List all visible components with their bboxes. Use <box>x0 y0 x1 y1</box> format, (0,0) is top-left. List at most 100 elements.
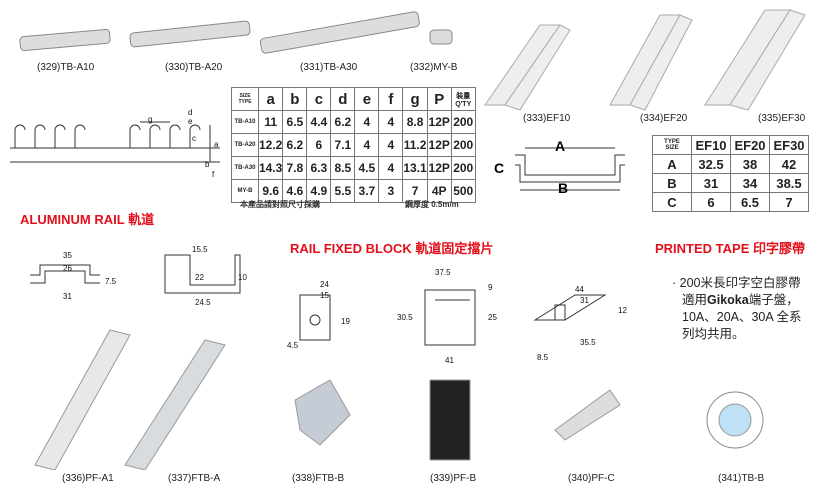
table-cell: 4 <box>354 110 380 134</box>
product-caption: (331)TB-A30 <box>300 62 358 73</box>
tape-text: 端子盤， <box>748 293 799 307</box>
dim-label: 10 <box>238 273 247 282</box>
row-type: TB-A30 <box>231 156 259 180</box>
table-cell: 6.3 <box>306 156 332 180</box>
table-cell: 3.7 <box>354 179 380 203</box>
table-cell: 200 <box>450 156 476 180</box>
col-header: g <box>402 87 428 111</box>
dim-label: 24.5 <box>195 298 211 307</box>
dim-label: 8.5 <box>537 353 549 362</box>
col-header: c <box>306 87 332 111</box>
table-cell: 4P <box>426 179 452 203</box>
brand-name: Gikoka <box>707 293 749 307</box>
table-cell: 8.8 <box>402 110 428 134</box>
col-header: EF10 <box>691 135 731 155</box>
tape-line: 10A、20A、30A 全系 <box>682 310 802 324</box>
rail-profile-diagrams <box>30 254 241 294</box>
table-cell: 6 <box>306 133 332 157</box>
bottom-product-images <box>34 329 764 470</box>
table-cell: 4 <box>354 133 380 157</box>
product-caption: (339)PF-B <box>430 473 477 484</box>
table-cell: 14.3 <box>257 156 284 180</box>
dim-label: 12 <box>618 306 627 315</box>
table-cell: 12P <box>426 133 452 157</box>
dim-label: g <box>148 115 153 124</box>
product-caption: (341)TB-B <box>718 473 765 484</box>
table-cell: 12P <box>426 156 452 180</box>
table-cell: 4.4 <box>306 110 332 134</box>
table-cell: 12.2 <box>257 133 284 157</box>
table-cell: 38 <box>730 154 770 174</box>
table-cell: 7 <box>402 179 428 203</box>
table-cell: 500 <box>450 179 476 203</box>
table-cell: 6 <box>691 192 731 212</box>
dim-label: b <box>205 160 210 169</box>
dim-label: d <box>188 108 193 117</box>
corner-size: SIZE <box>665 145 679 151</box>
dim-label: 41 <box>445 356 454 365</box>
dim-label: f <box>212 170 215 179</box>
product-caption: (333)EF10 <box>523 113 571 124</box>
dim-label: 31 <box>63 292 72 301</box>
col-header: f <box>378 87 404 111</box>
table-cell: 4 <box>378 156 404 180</box>
product-caption: (338)FTB-B <box>292 473 345 484</box>
table-cell: 42 <box>769 154 809 174</box>
product-caption: (340)PF-C <box>568 473 615 484</box>
terminal-strip-images <box>19 11 453 54</box>
row-type: MY-B <box>231 179 259 203</box>
product-caption: (337)FTB-A <box>168 473 221 484</box>
col-header: a <box>257 87 284 111</box>
product-caption: (330)TB-A20 <box>165 62 223 73</box>
table-cell: 6.2 <box>282 133 308 157</box>
row-type: TB-A20 <box>231 133 259 157</box>
dim-label: 31 <box>580 296 589 305</box>
table-cell: 12P <box>426 110 452 134</box>
table-cell: 6.2 <box>330 110 356 134</box>
row-size: B <box>652 173 692 193</box>
dim-label: 24 <box>320 280 329 289</box>
dim-label: 30.5 <box>397 313 413 322</box>
dim-label: 15 <box>320 291 329 300</box>
table-cell: 7.8 <box>282 156 308 180</box>
row-size: A <box>652 154 692 174</box>
table-cell: 200 <box>450 133 476 157</box>
table-cell: 31 <box>691 173 731 193</box>
table-cell: 3 <box>378 179 404 203</box>
table-note: 本產品請對照尺寸採購 <box>240 200 320 209</box>
dim-label: c <box>192 134 196 143</box>
dim-label: 9 <box>488 283 493 292</box>
terminal-strip-diagram <box>10 121 220 163</box>
dim-label: 26 <box>63 264 72 273</box>
col-header: e <box>354 87 380 111</box>
col-header: d <box>330 87 356 111</box>
row-size: C <box>652 192 692 212</box>
dim-label: 15.5 <box>192 245 208 254</box>
row-type: TB-A10 <box>231 110 259 134</box>
table-cell: 7 <box>769 192 809 212</box>
ef-rail-images <box>484 9 806 111</box>
table-cell: 6.5 <box>282 110 308 134</box>
product-caption: (329)TB-A10 <box>37 62 95 73</box>
dim-label: 25 <box>488 313 497 322</box>
col-header: EF20 <box>730 135 770 155</box>
section-title-rail-fixed-block: RAIL FIXED BLOCK 軌道固定擋片 <box>290 241 494 256</box>
table-cell: 32.5 <box>691 154 731 174</box>
table-cell: 11 <box>257 110 284 134</box>
product-caption: (335)EF30 <box>758 113 806 124</box>
table-cell: 4 <box>378 110 404 134</box>
table-cell: 13.1 <box>402 156 428 180</box>
tape-text: 適用 <box>682 293 708 307</box>
table-cell: 6.5 <box>730 192 770 212</box>
section-title-aluminum-rail: ALUMINUM RAIL 軌道 <box>20 212 155 227</box>
product-caption: (332)MY-B <box>410 62 458 73</box>
section-title-printed-tape: PRINTED TAPE 印字膠帶 <box>655 241 805 256</box>
tape-line: 列均共用。 <box>682 327 745 341</box>
table-cell: 200 <box>450 110 476 134</box>
